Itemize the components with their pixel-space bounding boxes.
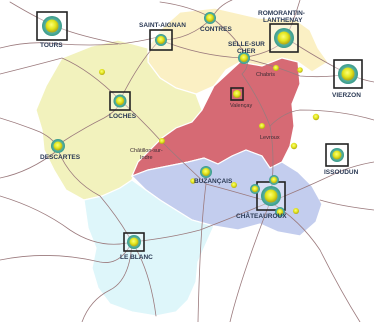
map-pin-dot-icon: [269, 175, 279, 185]
map-pin-dot-icon: [273, 65, 279, 71]
map-pin-dot-icon: [275, 207, 285, 217]
city-label-romorantin-1: ROMORANTIN-: [258, 10, 305, 17]
framed-city-icon: [230, 87, 244, 101]
city-label-issoudun: ISSOUDUN: [324, 169, 359, 176]
map-pin-dot-icon: [293, 208, 299, 214]
map-pin-dot-icon: [233, 90, 241, 98]
city-label-chateauroux: CHÂTEAUROUX: [236, 211, 287, 220]
city-labels: TOURS SAINT-AIGNAN CONTRES ROMORANTIN- L…: [40, 10, 361, 261]
map-pin-dot-icon: [190, 178, 196, 184]
framed-city-icon: [149, 29, 173, 51]
framed-city-icon: [123, 232, 145, 252]
framed-city-icon: [325, 143, 349, 167]
city-label-contres: CONTRES: [200, 26, 232, 33]
region-south: [83, 179, 215, 317]
framed-city-icon: [109, 91, 131, 111]
map-pin-dot-icon: [159, 138, 165, 144]
map-pin-dot-icon: [330, 148, 344, 162]
regions: [35, 7, 329, 317]
city-label-chatillon-2: Indre: [140, 155, 153, 161]
framed-city-icon: [36, 11, 68, 41]
city-label-tours: TOURS: [40, 42, 63, 49]
city-label-buzancais: BUZANÇAIS: [194, 178, 233, 185]
city-label-saint-aignan: SAINT-AIGNAN: [139, 22, 186, 29]
map-pin-dot-icon: [274, 28, 294, 48]
map-pin-dot-icon: [261, 186, 281, 206]
map-pin-dot-icon: [51, 139, 65, 153]
city-label-selles-2: CHER: [237, 48, 256, 55]
city-label-descartes: DESCARTES: [40, 154, 81, 161]
map-pin-dot-icon: [200, 166, 212, 178]
city-markers: [42, 12, 358, 249]
city-label-selles-1: SELLE-SUR: [228, 41, 265, 48]
framed-city-icon: [269, 23, 299, 53]
city-label-levroux: Levroux: [260, 135, 280, 141]
map-pin-dot-icon: [312, 113, 320, 121]
city-label-chabris: Chabris: [256, 72, 275, 78]
city-label-chatillon-1: Châtillon-sur-: [130, 148, 163, 154]
map-pin-dot-icon: [127, 235, 141, 249]
city-label-loches: LOCHES: [109, 113, 137, 120]
city-label-valencay: Valençay: [230, 103, 252, 109]
map-pin-dot-icon: [42, 16, 62, 36]
map-pin-dot-icon: [113, 94, 127, 108]
map-pin-dot-icon: [155, 34, 167, 46]
city-label-vierzon: VIERZON: [332, 92, 361, 99]
map-pin-dot-icon: [290, 142, 298, 150]
map-pin-dot-icon: [250, 184, 260, 194]
map-pin-dot-icon: [204, 12, 216, 24]
map-pin-dot-icon: [99, 69, 105, 75]
city-label-romorantin-2: LANTHENAY: [263, 17, 303, 24]
map-pin-dot-icon: [238, 52, 250, 64]
city-label-le-blanc: LE BLANC: [120, 254, 153, 261]
framed-city-icon: [333, 59, 363, 89]
map-pin-dot-icon: [231, 182, 237, 188]
map-pin-dot-icon: [338, 64, 358, 84]
map-pin-dot-icon: [297, 67, 303, 73]
map-pin-dot-icon: [259, 123, 265, 129]
